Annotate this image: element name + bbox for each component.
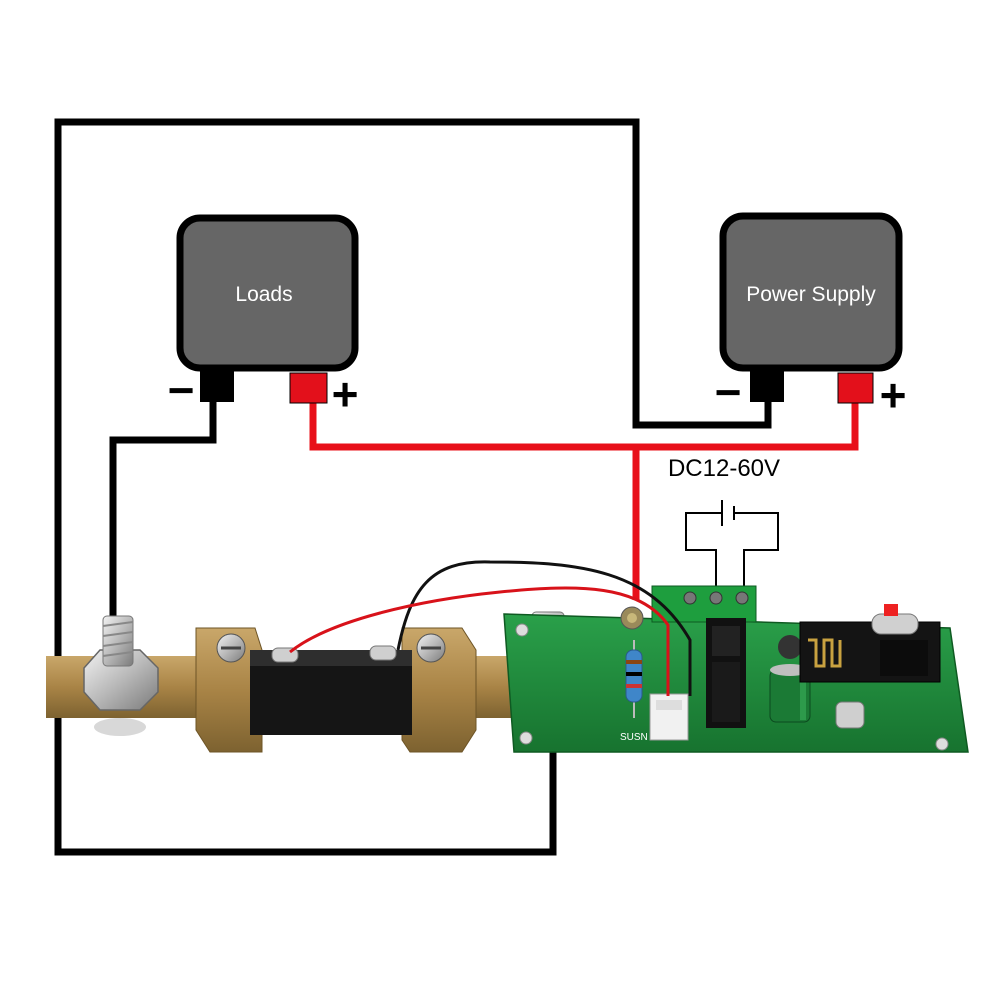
loads-box: Loads − + [168, 214, 359, 420]
resistor-icon [625, 640, 643, 718]
power-supply-minus-sign: − [715, 366, 742, 418]
red-wires [309, 400, 859, 600]
board-silkscreen: SUSN [620, 732, 648, 743]
measurement-board: SUSN [503, 585, 969, 753]
sense-wires [289, 560, 692, 696]
shunt-resistor [46, 611, 587, 753]
loads-positive-terminal [289, 372, 328, 404]
sense-wire-red [289, 586, 670, 696]
connector-icon [649, 693, 689, 741]
loads-negative-terminal [200, 368, 234, 402]
power-supply-label: Power Supply [746, 283, 876, 306]
sense-wire-black [396, 560, 692, 696]
loads-minus-sign: − [168, 364, 195, 416]
wifi-module-icon [799, 621, 941, 683]
power-supply-negative-terminal [750, 368, 784, 402]
power-supply-box: Power Supply − + [715, 212, 907, 421]
wire-red-positive-bus [309, 400, 859, 451]
loads-plus-sign: + [332, 368, 359, 420]
connector-icon [651, 585, 757, 623]
voltage-label: DC12-60V [668, 455, 780, 482]
nut-bolt-icon [620, 606, 644, 630]
loads-label: Loads [235, 283, 292, 306]
screw-icon [416, 633, 446, 663]
battery-symbol [685, 500, 779, 588]
screw-icon [216, 633, 246, 663]
capacitor-icon [835, 701, 865, 729]
power-supply-positive-terminal [837, 372, 874, 404]
wire-black-loads-negative [109, 400, 217, 625]
power-supply-plus-sign: + [880, 369, 907, 421]
black-wires [54, 118, 772, 856]
wire-black-outer-loop [54, 118, 772, 856]
nut-bolt-icon [83, 615, 159, 736]
